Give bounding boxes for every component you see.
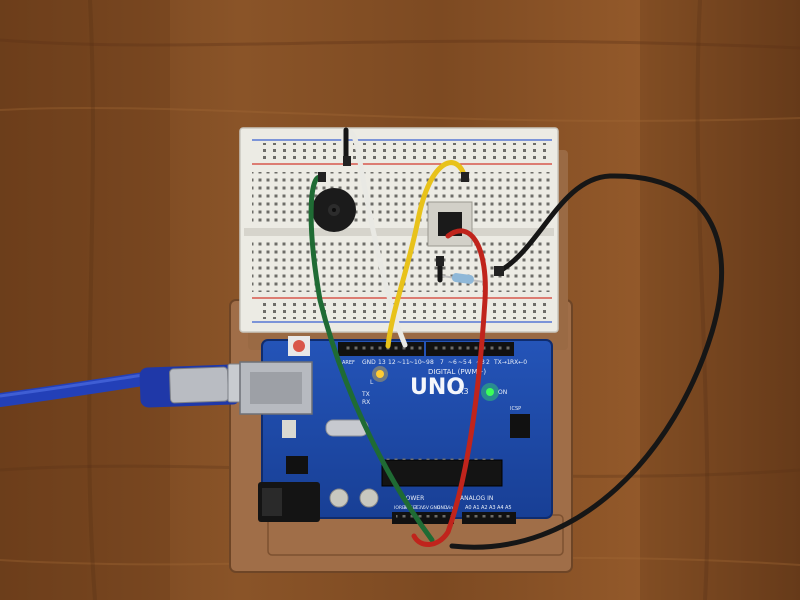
- analog-label-a1: A1: [473, 505, 480, 511]
- pin-label-5: ~5: [458, 359, 467, 366]
- tx-label: TX: [361, 391, 370, 398]
- jumper-wires: [308, 127, 725, 550]
- reset-button-icon: [288, 336, 310, 356]
- resistor-icon: [441, 273, 485, 284]
- l-led-icon: [376, 370, 384, 378]
- wire-black-long: [449, 173, 725, 550]
- l-led-label: L: [370, 379, 374, 386]
- pin-label-gnd: GND: [362, 359, 376, 366]
- analog-label-a2: A2: [481, 505, 488, 511]
- power-label-5v: 5V: [423, 505, 430, 511]
- usb-b-port-icon: [239, 361, 313, 415]
- rx-label: RX: [362, 399, 370, 406]
- wire-yellow: [385, 160, 468, 349]
- analog-label: ANALOG IN: [460, 495, 493, 502]
- analog-label-a3: A3: [489, 505, 496, 511]
- icsp-label: ICSP: [510, 406, 521, 412]
- on-led-label: ON: [498, 389, 507, 396]
- analog-pin-labels: A0 A1 A2 A3 A4 A5: [465, 505, 512, 511]
- power-label-ioref: IOREF: [394, 505, 408, 511]
- digital-label: DIGITAL (PWM~): [428, 368, 486, 376]
- power-label-gnd2: GND: [437, 505, 448, 511]
- regulator-2-icon: [286, 456, 308, 474]
- power-label-vin: Vin: [446, 505, 453, 511]
- icsp-header: ICSP: [510, 406, 530, 438]
- arduino-uno-board: GND 13 12 ~11 ~10 ~9 8 7 ~6 ~5 4 ~3 2 TX…: [239, 336, 553, 524]
- regulator-icon: [282, 420, 296, 438]
- power-label: POWER: [402, 495, 424, 502]
- chip-icon: [381, 456, 503, 490]
- power-label-3v3: 3.3V: [414, 505, 425, 511]
- wire-end-pins: [318, 156, 504, 276]
- board-revision: R3: [458, 387, 469, 396]
- pin-label-7: 7: [440, 359, 444, 366]
- analog-label-a5: A5: [505, 505, 512, 511]
- capacitor-2-icon: [359, 488, 379, 508]
- wire-red: [411, 228, 488, 547]
- pin-label-6: ~6: [448, 359, 457, 366]
- pin-label-10: ~10: [409, 359, 422, 366]
- l-led-glow: [372, 366, 388, 382]
- pin-label-13: 13: [378, 359, 386, 366]
- digital-header: [338, 342, 514, 356]
- pin-label-8: 8: [430, 359, 434, 366]
- on-led-icon: [486, 388, 494, 396]
- pushbutton-icon: [427, 201, 473, 247]
- pin-label-11: ~11: [397, 359, 410, 366]
- pin-label-2: 2: [486, 359, 490, 366]
- digital-pin-labels: GND 13 12 ~11 ~10 ~9 8 7 ~6 ~5 4 ~3 2 TX…: [362, 359, 527, 366]
- board-brand: UNO: [410, 375, 465, 400]
- on-led-glow: [481, 383, 499, 401]
- power-label-gnd1: GND: [430, 505, 441, 511]
- wire-green: [308, 174, 435, 543]
- capacitor-1-icon: [329, 488, 349, 508]
- power-pin-labels: IOREF RESET 3.3V 5V GND GND Vin: [394, 505, 453, 511]
- pin-label-12: 12: [388, 359, 396, 366]
- dc-barrel-jack-icon: [258, 482, 320, 522]
- power-header: [392, 512, 454, 524]
- pin-label-0: RX←0: [510, 359, 527, 366]
- analog-label-a4: A4: [497, 505, 504, 511]
- pin-label-9: ~9: [421, 359, 430, 366]
- analog-label-a0: A0: [465, 505, 472, 511]
- pin-label-1: TX→1: [493, 359, 511, 366]
- pin-label-4: 4: [468, 359, 472, 366]
- analog-header: [462, 512, 516, 524]
- buzzer-icon: [312, 188, 356, 232]
- aref-label: AREF: [342, 360, 355, 366]
